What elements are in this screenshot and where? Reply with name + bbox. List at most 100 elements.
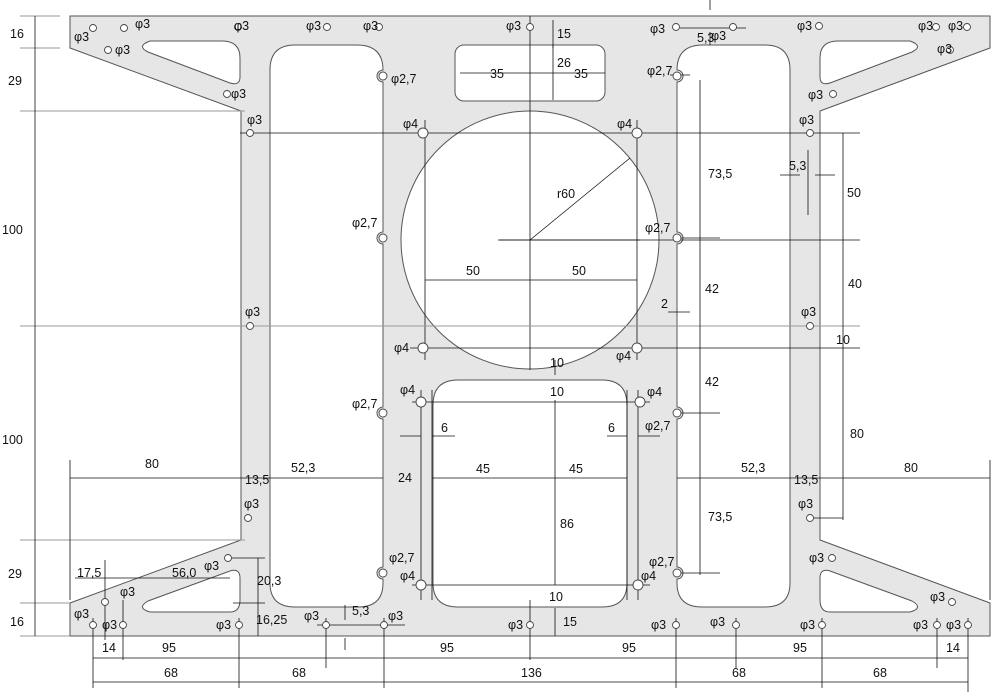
dimension-label: 26	[557, 56, 571, 70]
hole-label-2-7mm: φ2,7	[352, 216, 378, 230]
hole-label-3mm: φ3	[306, 19, 321, 33]
hole-3mm	[526, 23, 534, 31]
hole-3mm	[224, 554, 232, 562]
hole-label-3mm: φ3	[74, 607, 89, 621]
hole-label-3mm: φ3	[948, 19, 963, 33]
dimension-label: 68	[873, 666, 887, 680]
dimension-label: 16	[10, 27, 24, 41]
hole-label-3mm: φ3	[918, 19, 933, 33]
hole-2-7mm	[672, 408, 682, 418]
hole-4mm	[631, 127, 643, 139]
dimension-label: 95	[622, 641, 636, 655]
hole-label-3mm: φ3	[244, 497, 259, 511]
dimension-label: 56,0	[172, 566, 196, 580]
dimension-label: 45	[569, 462, 583, 476]
dimension-label: 15	[557, 27, 571, 41]
hole-3mm	[89, 24, 97, 32]
hole-3mm	[380, 621, 388, 629]
hole-label-3mm: φ3	[115, 43, 130, 57]
hole-3mm	[104, 46, 112, 54]
dimension-label: 5,3	[352, 604, 369, 618]
bottom-left-triangle-cutout	[142, 569, 241, 613]
dimension-line	[529, 157, 631, 241]
dimension-label: 6	[441, 421, 448, 435]
hole-3mm	[806, 129, 814, 137]
top-left-triangle-cutout	[142, 40, 241, 85]
dimension-label: 14	[946, 641, 960, 655]
hole-3mm	[322, 621, 330, 629]
hole-3mm	[235, 621, 243, 629]
dimension-label: 29	[8, 74, 22, 88]
hole-3mm	[933, 621, 941, 629]
hole-label-3mm: φ3	[506, 19, 521, 33]
dimension-label: 13,5	[245, 473, 269, 487]
hole-3mm	[244, 514, 252, 522]
hole-label-3mm: φ3	[74, 30, 89, 44]
hole-3mm	[946, 46, 954, 54]
hole-3mm	[323, 23, 331, 31]
hole-label-2-7mm: φ2,7	[645, 221, 671, 235]
hole-label-3mm: φ3	[946, 618, 961, 632]
dimension-label: 52,3	[291, 461, 315, 475]
hole-label-4mm: φ4	[647, 385, 662, 399]
dimension-label: 68	[292, 666, 306, 680]
hole-2-7mm	[672, 568, 682, 578]
hole-label-3mm: φ3	[204, 559, 219, 573]
hole-3mm	[948, 598, 956, 606]
dimension-label: 29	[8, 567, 22, 581]
hole-label-4mm: φ4	[403, 117, 418, 131]
dimension-label: 2	[661, 297, 668, 311]
hole-3mm	[246, 322, 254, 330]
hole-3mm	[828, 554, 836, 562]
dimension-label: 95	[162, 641, 176, 655]
hole-label-2-7mm: φ2,7	[389, 551, 415, 565]
hole-4mm	[415, 396, 427, 408]
hole-3mm	[234, 23, 242, 31]
hole-4mm	[415, 579, 427, 591]
hole-4mm	[632, 579, 644, 591]
hole-label-2-7mm: φ2,7	[645, 419, 671, 433]
dimension-label: 14	[102, 641, 116, 655]
hole-label-3mm: φ3	[304, 609, 319, 623]
hole-3mm	[89, 621, 97, 629]
hole-4mm	[417, 342, 429, 354]
dimension-label: 95	[440, 641, 454, 655]
dimension-label: 42	[705, 375, 719, 389]
dimension-lines	[20, 0, 991, 692]
hole-3mm	[119, 621, 127, 629]
dimension-label: 100	[2, 433, 23, 447]
dimension-label: 80	[904, 461, 918, 475]
dimension-label: 10	[836, 333, 850, 347]
top-right-triangle-cutout	[819, 40, 918, 85]
hole-label-3mm: φ3	[102, 618, 117, 632]
hole-label-3mm: φ3	[120, 585, 135, 599]
hole-label-3mm: φ3	[798, 497, 813, 511]
dimension-label: 73,5	[708, 167, 732, 181]
hole-label-2-7mm: φ2,7	[649, 555, 675, 569]
dimension-label: 24	[398, 471, 412, 485]
hole-3mm	[672, 23, 680, 31]
dimension-label: 5,3	[697, 31, 714, 45]
hole-label-3mm: φ3	[651, 618, 666, 632]
dimension-label: 16,25	[256, 613, 287, 627]
hole-label-3mm: φ3	[711, 29, 726, 43]
hole-3mm	[963, 23, 971, 31]
bottom-right-triangle-cutout	[819, 569, 918, 613]
hole-4mm	[417, 127, 429, 139]
dimension-label: 42	[705, 282, 719, 296]
dimension-label: 15	[563, 615, 577, 629]
dimension-label: 10	[550, 356, 564, 370]
hole-label-3mm: φ3	[809, 551, 824, 565]
hole-label-3mm: φ3	[508, 618, 523, 632]
hole-label-4mm: φ4	[400, 569, 415, 583]
hole-3mm	[829, 90, 837, 98]
hole-label-4mm: φ4	[616, 349, 631, 363]
dimension-label: 86	[560, 517, 574, 531]
hole-2-7mm	[378, 408, 388, 418]
hole-label-3mm: φ3	[710, 615, 725, 629]
dimension-label: 45	[476, 462, 490, 476]
hole-2-7mm	[378, 233, 388, 243]
hole-3mm	[964, 621, 972, 629]
